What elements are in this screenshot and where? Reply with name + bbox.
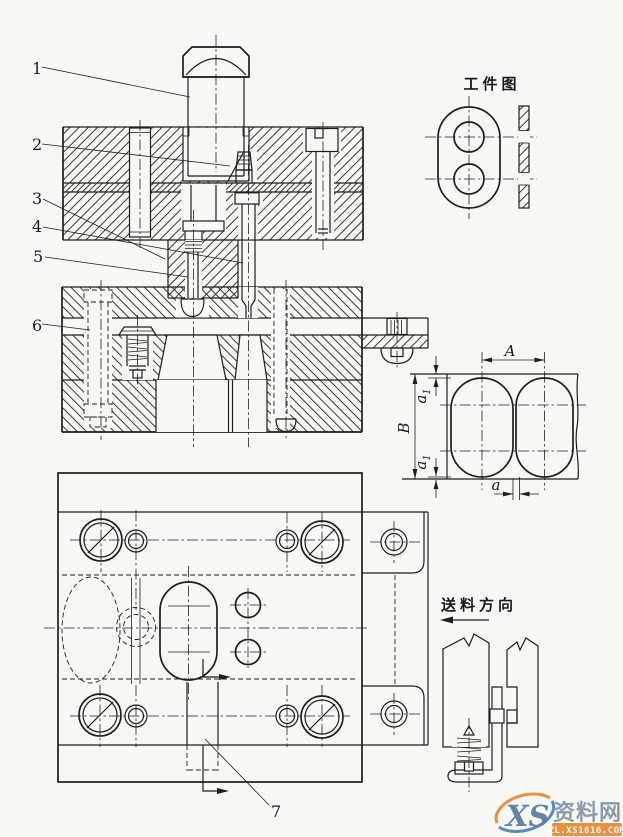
callout-4: 4 [32,217,42,236]
fixing-screw [305,127,339,234]
dim-margin-top-label: a1 [412,388,433,403]
workpiece-view: 工件图 [425,75,537,219]
dim-margin-bottom-label: a1 [412,454,433,469]
feed-direction-note: 送料方向 [440,596,517,624]
dim-pitch-label: A [503,342,516,360]
watermark-site-name: 资料网 [553,801,622,826]
feed-direction-arrow [440,616,453,624]
watermark-url: ZL.XS1616.COM [549,826,623,836]
callout-1: 1 [32,59,42,78]
hidden-screw-left [83,289,113,428]
callout-5: 5 [33,247,43,266]
dowel-pins [124,529,299,728]
callout-3: 3 [32,189,42,208]
watermark-swoosh-orange [494,792,551,824]
watermark-logo: XS [504,799,549,833]
upper-die-section-view [62,35,364,447]
dim-web-label: a [492,476,501,494]
workpiece-side-view [518,105,530,209]
watermark-swoosh-blue [498,800,556,833]
watermark-url-bar [552,823,622,836]
countersunk-screws [78,518,344,739]
callout-leaders: 1 2 3 4 5 6 [32,59,244,335]
spring-stop-pin [117,326,158,379]
callout-7: 7 [271,802,281,821]
strip-layout-view: A B a1 a1 a [395,342,586,500]
blanking-punch [182,185,225,241]
dim-width-label: B [395,422,413,434]
feed-direction-label: 送料方向 [440,596,517,614]
callout-2: 2 [32,135,42,154]
workpiece-title: 工件图 [463,75,520,93]
die-plan-view: 7 [44,472,429,821]
pilot-pin [234,192,260,318]
watermark: XS 资料网 ZL.XS1616.COM [494,792,623,836]
side-pressure-detail [442,633,539,792]
callout-6: 6 [32,316,42,335]
